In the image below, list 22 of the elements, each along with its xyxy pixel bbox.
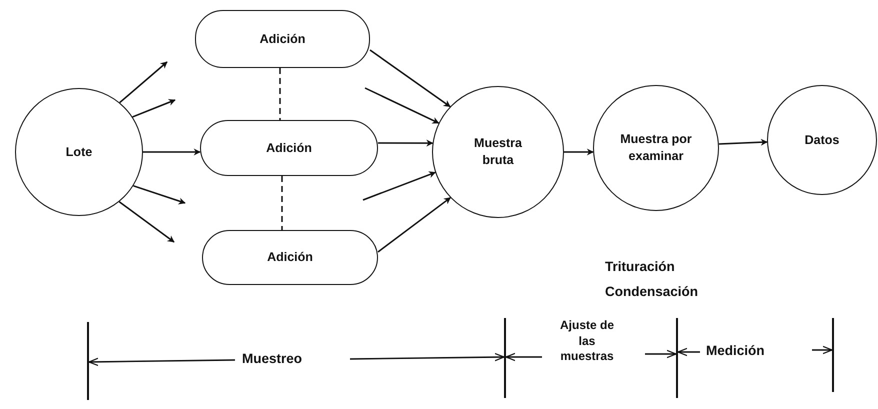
node-label: Adición [266,140,312,156]
arrow [718,138,768,146]
arrow [132,99,176,118]
arrow [378,140,434,147]
node-label: Lote [66,144,92,160]
arrow [364,87,440,124]
process-box [195,10,370,68]
arrow [564,148,594,156]
node-label: Muestra por examinar [619,131,693,165]
arrow [370,49,451,108]
arrow [378,197,451,253]
arrow [143,148,201,156]
dashed-line [279,68,281,120]
arrow [118,201,175,243]
node-label: Muestra bruta [473,135,523,169]
arrow [362,171,436,201]
node-label: Adición [260,30,306,48]
arrow [119,61,168,104]
arrow [133,185,186,204]
node-label: Datos [804,132,840,148]
node-label: Adición [267,249,313,266]
dashed-line [281,176,283,230]
